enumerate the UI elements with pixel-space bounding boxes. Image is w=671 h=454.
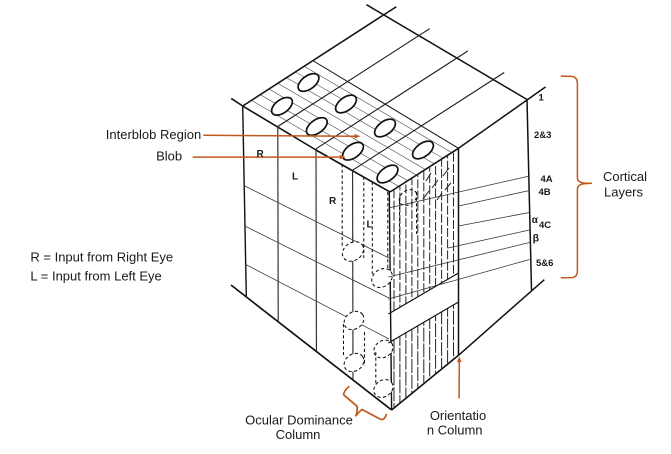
svg-text:R: R [257,149,265,160]
svg-text:4A: 4A [541,174,553,185]
svg-text:Column: Column [276,427,321,442]
svg-text:Layers: Layers [604,185,644,200]
svg-text:R = Input from Right Eye: R = Input from Right Eye [30,249,173,264]
svg-text:Ocular Dominance: Ocular Dominance [245,413,353,428]
svg-text:Blob: Blob [156,149,182,164]
svg-text:L = Input from Left Eye: L = Input from Left Eye [30,268,161,283]
svg-text:R: R [329,196,337,207]
svg-text:n Column: n Column [427,423,483,438]
svg-text:α: α [532,215,539,226]
svg-text:5&6: 5&6 [536,258,553,269]
svg-text:4B: 4B [539,187,551,198]
svg-text:Orientatio: Orientatio [430,408,486,423]
svg-text:2&3: 2&3 [534,130,551,141]
svg-text:4C: 4C [539,220,551,231]
svg-text:Interblob Region: Interblob Region [106,127,201,142]
svg-text:β: β [533,233,540,245]
svg-text:L: L [367,220,373,231]
svg-text:1: 1 [539,93,545,104]
svg-text:L: L [292,172,298,183]
svg-text:Cortical: Cortical [603,169,647,184]
